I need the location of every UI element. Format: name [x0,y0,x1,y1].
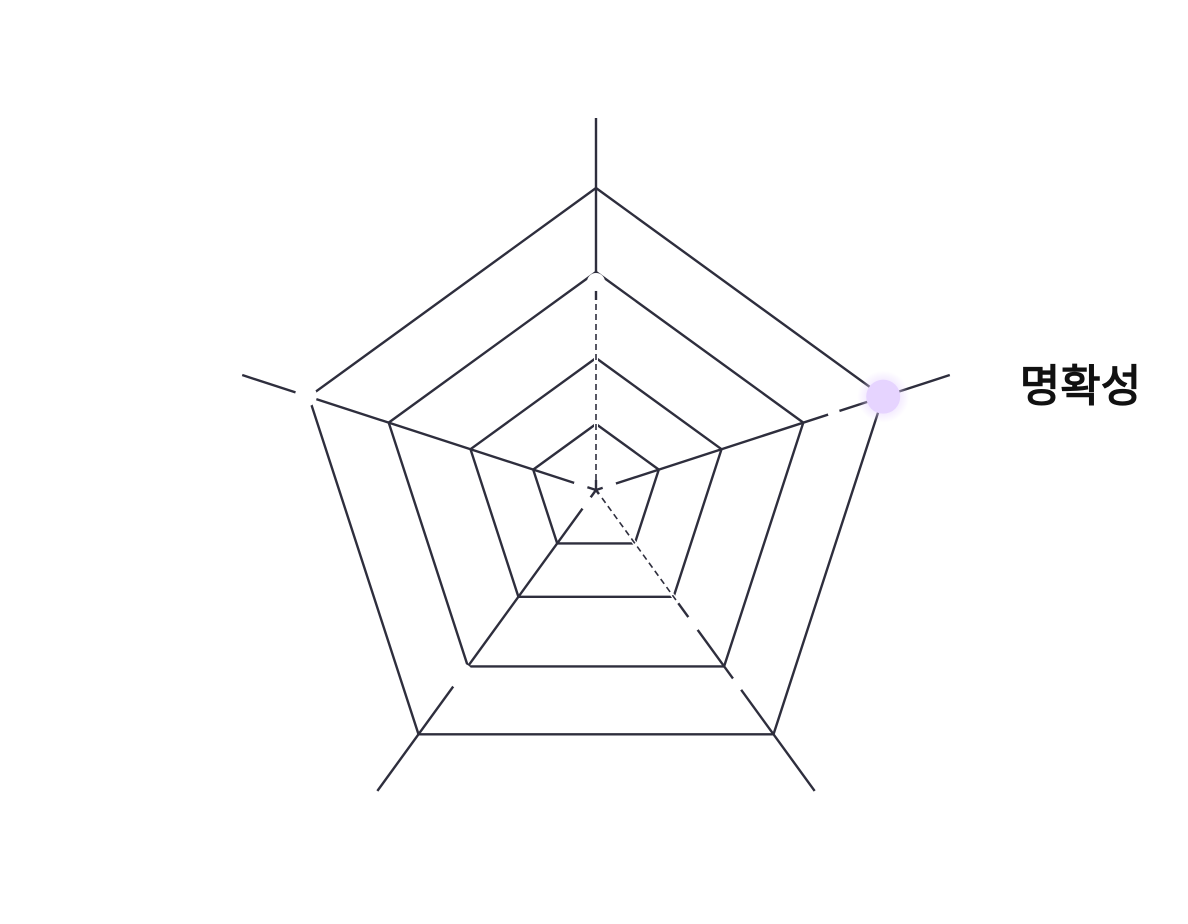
spoke-gap-10 [573,478,588,493]
spoke-gap-7 [730,677,745,692]
spoke-gap-3 [602,478,617,493]
grid-ring-3 [387,270,805,668]
spoke-gap-4 [827,406,840,419]
highlight-marker [866,379,901,414]
spoke-gap-6 [684,615,701,632]
axis-spoke-4 [376,489,597,792]
grid-ring-4 [307,186,885,736]
grid-ring-1 [531,422,661,545]
axis-label-2: 명확성 [1020,361,1141,412]
radar-markers [857,370,910,423]
radar-grid [307,186,885,736]
dashed-segment-lower-right [601,497,679,604]
spoke-gap-11 [294,384,317,407]
grid-ring-2 [469,356,723,598]
radar-gaps [294,273,840,692]
axis-spoke-5 [241,373,597,492]
spoke-gap-9 [447,663,474,690]
spoke-gap-2 [587,273,605,291]
spoke-gap-8 [579,495,594,510]
radar-labels: 명확성 [1020,361,1141,412]
